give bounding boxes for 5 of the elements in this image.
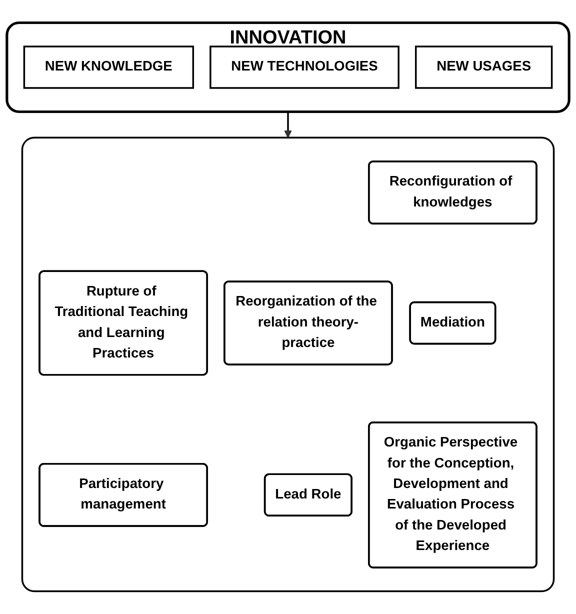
node-box: NEW TECHNOLOGIES — [210, 46, 400, 89]
arrow — [284, 112, 292, 138]
node-box: NEW USAGES — [415, 46, 553, 89]
node-box: NEW KNOWLEDGE — [23, 46, 194, 89]
cluster — [21, 136, 555, 592]
